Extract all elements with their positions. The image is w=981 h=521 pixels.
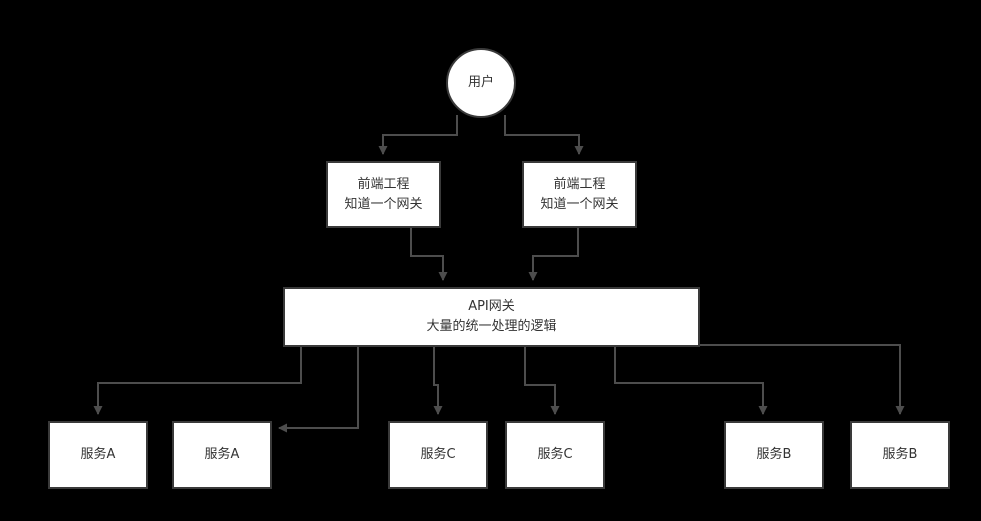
node-service-c-1[interactable]: 服务C — [388, 421, 488, 489]
edge-gateway-to-service-b2 — [700, 344, 905, 415]
node-frontend-2[interactable]: 前端工程 知道一个网关 — [522, 161, 637, 228]
edge-user-to-frontend-1 — [378, 115, 458, 155]
node-service-b-2[interactable]: 服务B — [850, 421, 950, 489]
node-service-a-2-label: 服务A — [204, 447, 240, 462]
node-service-b-2-label: 服务B — [882, 447, 918, 462]
node-api-gateway-line1: API网关 — [468, 299, 515, 314]
node-frontend-2-line2: 知道一个网关 — [540, 196, 619, 212]
node-service-c-2[interactable]: 服务C — [505, 421, 605, 489]
edge-gateway-to-service-c1 — [433, 347, 443, 415]
edge-gateway-to-service-a2 — [278, 347, 359, 433]
node-frontend-1-line2: 知道一个网关 — [344, 196, 423, 212]
edge-frontend-1-to-gateway — [410, 228, 448, 281]
node-api-gateway[interactable]: API网关 大量的统一处理的逻辑 — [283, 287, 700, 347]
node-frontend-1[interactable]: 前端工程 知道一个网关 — [326, 161, 441, 228]
node-service-b-1-label: 服务B — [756, 447, 792, 462]
edge-frontend-2-to-gateway — [528, 228, 579, 281]
node-service-a-1[interactable]: 服务A — [48, 421, 148, 489]
node-service-b-1[interactable]: 服务B — [724, 421, 824, 489]
node-user[interactable]: 用户 — [446, 48, 516, 118]
edge-gateway-to-service-a1 — [93, 347, 302, 415]
node-service-c-1-label: 服务C — [420, 447, 456, 462]
edge-user-to-frontend-2 — [504, 115, 584, 155]
edge-gateway-to-service-b1 — [614, 347, 768, 415]
node-frontend-1-line1: 前端工程 — [357, 176, 410, 192]
edge-gateway-to-service-c2 — [524, 347, 560, 415]
node-api-gateway-line2: 大量的统一处理的逻辑 — [426, 319, 557, 334]
node-service-c-2-label: 服务C — [537, 447, 573, 462]
node-frontend-2-line1: 前端工程 — [553, 176, 606, 192]
node-user-label: 用户 — [467, 75, 494, 90]
node-service-a-2[interactable]: 服务A — [172, 421, 272, 489]
node-service-a-1-label: 服务A — [80, 447, 116, 462]
